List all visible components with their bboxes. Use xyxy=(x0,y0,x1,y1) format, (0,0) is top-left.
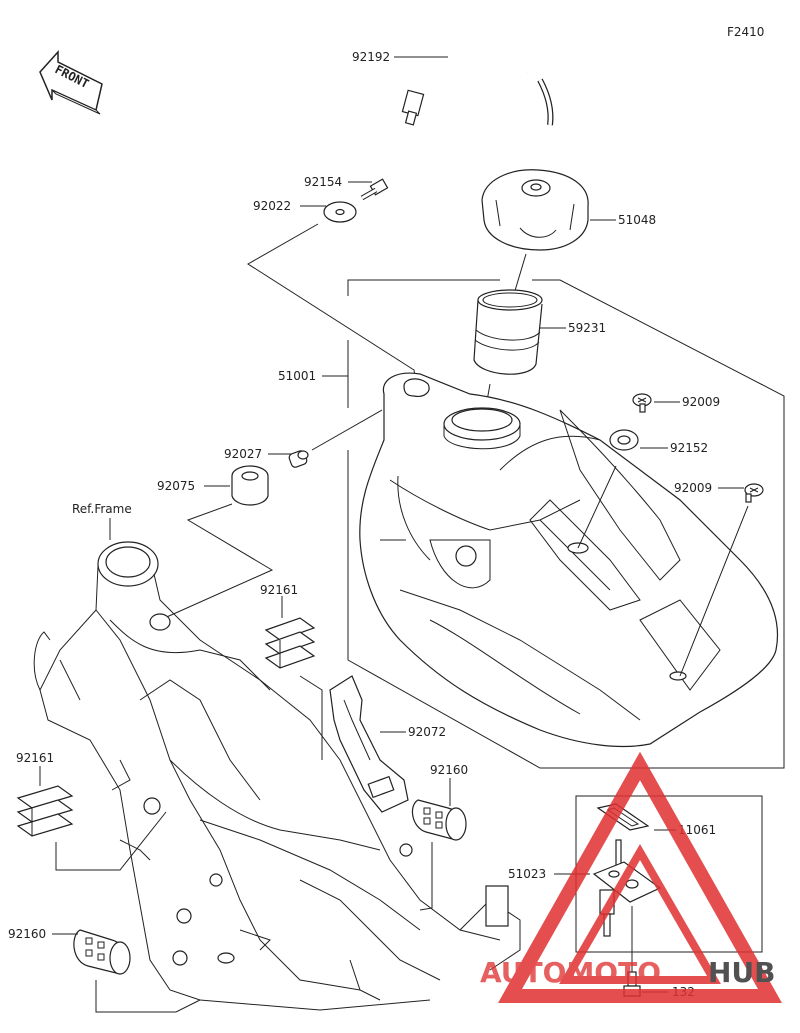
label-51023: 51023 xyxy=(508,867,546,881)
screw-part-a xyxy=(632,393,652,413)
fuel-tank-part xyxy=(359,372,779,748)
ref-frame-label: Ref.Frame xyxy=(72,502,132,516)
filter-part xyxy=(473,289,543,375)
label-51001: 51001 xyxy=(278,369,316,383)
label-92009-a: 92009 xyxy=(682,395,720,409)
label-92072: 92072 xyxy=(408,725,446,739)
label-92152: 92152 xyxy=(670,441,708,455)
label-92022: 92022 xyxy=(253,199,291,213)
watermark-text-1: AUTOMOTO xyxy=(480,956,661,989)
hose-part xyxy=(401,41,554,126)
label-92160-b: 92160 xyxy=(8,927,46,941)
roller-part-a xyxy=(411,799,467,841)
band-part xyxy=(329,675,409,813)
pad-part-b xyxy=(16,785,74,837)
grommet-part xyxy=(609,429,639,451)
label-92154: 92154 xyxy=(304,175,342,189)
front-arrow-icon: FRONT xyxy=(39,50,103,115)
washer-part xyxy=(323,201,357,223)
collar-part xyxy=(288,450,309,468)
watermark-logo: AUTOMOTO HUB xyxy=(480,751,782,1003)
label-92192: 92192 xyxy=(352,50,390,64)
label-92027: 92027 xyxy=(224,447,262,461)
label-51048: 51048 xyxy=(618,213,656,227)
label-92161-b: 92161 xyxy=(16,751,54,765)
label-92075: 92075 xyxy=(157,479,195,493)
damper-part xyxy=(231,465,269,506)
pad-part-a xyxy=(264,617,316,669)
label-92009-b: 92009 xyxy=(674,481,712,495)
label-59231: 59231 xyxy=(568,321,606,335)
watermark-text-2: HUB xyxy=(708,956,776,989)
frame-part xyxy=(33,541,521,1011)
label-11061: 11061 xyxy=(678,823,716,837)
bolt-part xyxy=(360,178,389,201)
diagram-code: F2410 xyxy=(727,25,764,39)
fuel-cap-part xyxy=(481,169,589,251)
label-92161-a: 92161 xyxy=(260,583,298,597)
screw-part-b xyxy=(744,483,764,503)
label-92160-a: 92160 xyxy=(430,763,468,777)
roller-part-b xyxy=(73,929,131,975)
